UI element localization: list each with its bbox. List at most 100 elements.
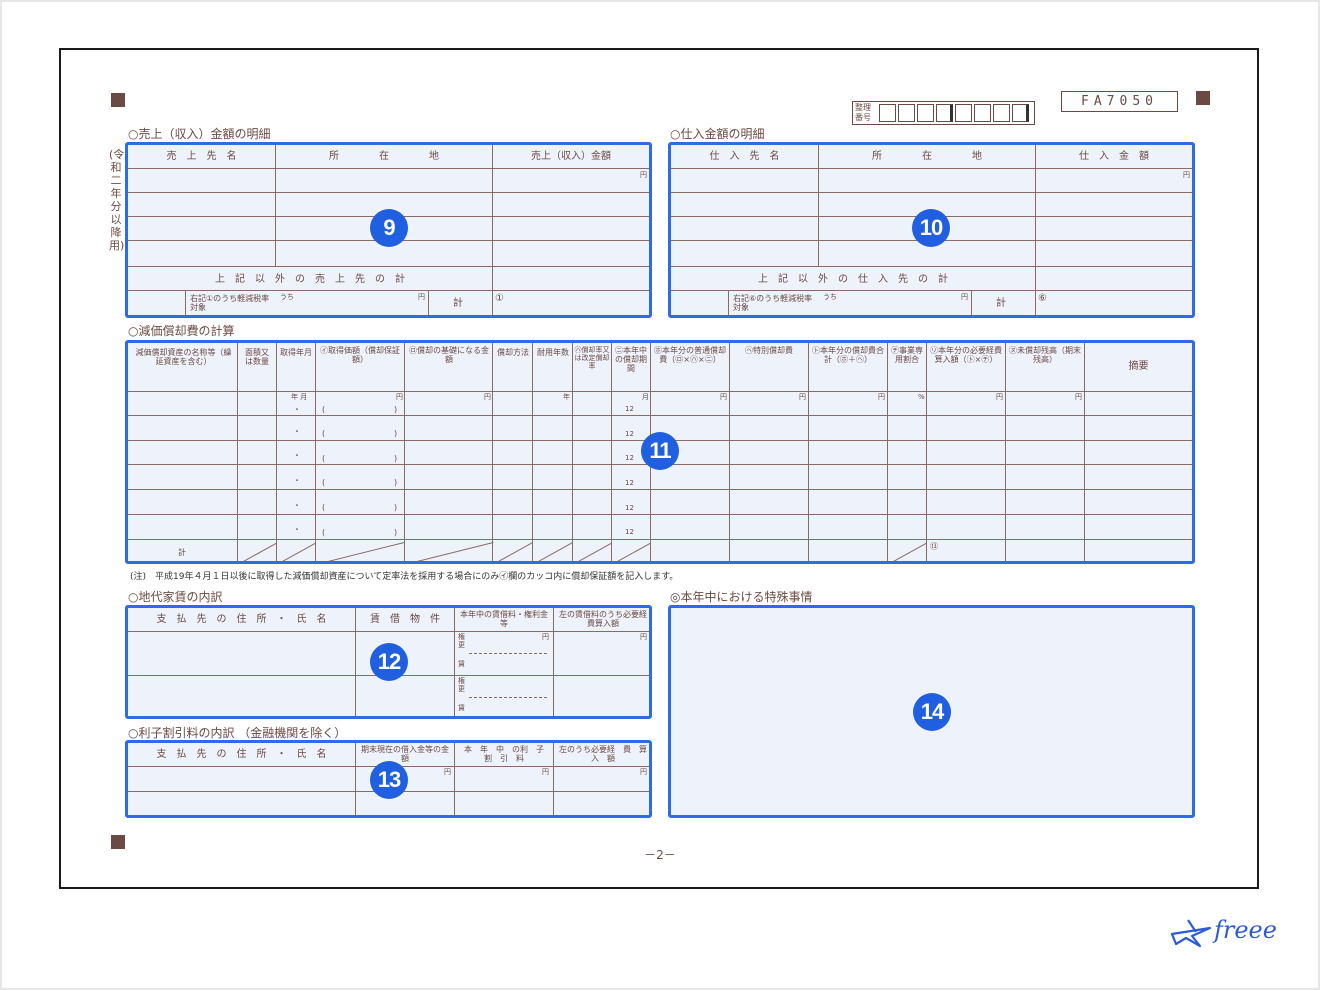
paren-close: ) xyxy=(394,454,398,463)
digit-cell xyxy=(993,104,1010,122)
col-header: 摘要 xyxy=(1128,361,1149,372)
section-title-purchase: ○仕入金額の明細 xyxy=(670,127,765,141)
reduced-rate-label: 右記⑥のうち軽減税率対象 xyxy=(733,294,813,312)
col-header: 売 上 先 名 xyxy=(166,151,237,162)
col-header: 所 在 地 xyxy=(872,151,982,162)
col-header: 本年中の賃借料・権利金等 xyxy=(460,610,548,628)
period-12: 12 xyxy=(625,504,634,512)
digit-cell xyxy=(917,104,934,122)
yen-unit: 円 xyxy=(640,171,647,179)
col-header: ㋺償却の基礎になる金額 xyxy=(409,346,489,364)
yen-unit: 円 xyxy=(1075,393,1082,401)
paren-open: ( xyxy=(322,429,326,438)
date-dot: ・ xyxy=(293,501,301,510)
col-header: 売上（収入）金額 xyxy=(531,151,611,162)
col-header: 左のうち必要経 費 算 入 額 xyxy=(559,745,649,763)
col-header: 本 年 中 の利 子 割 引 料 xyxy=(464,745,552,763)
registration-mark xyxy=(1196,91,1210,105)
bird-icon xyxy=(1170,919,1212,948)
yen-unit: 円 xyxy=(1183,171,1190,179)
vertical-year-note: (令和二年分以降用) xyxy=(109,148,125,252)
col-header: 面積又は数量 xyxy=(245,348,269,366)
col-header: 支 払 先 の 住 所 ・ 氏 名 xyxy=(156,749,327,760)
badge-12: 12 xyxy=(370,643,408,681)
registration-mark xyxy=(111,835,125,849)
yen-unit: 円 xyxy=(640,633,647,641)
digit-cell xyxy=(974,104,991,122)
col-header: 左の賃借料のうち必要経費算入額 xyxy=(559,610,647,628)
section-title-rent: ○地代家賃の内訳 xyxy=(128,590,223,604)
form-ref-code: FA7050 xyxy=(1061,91,1178,112)
badge-9: 9 xyxy=(370,209,408,247)
period-12: 12 xyxy=(625,430,634,438)
col-header: ㋭本年分の普通償却費（㋺×㋩×㋥） xyxy=(654,346,726,364)
col-header: 賃 借 物 件 xyxy=(370,614,440,625)
uchi-label: うち xyxy=(823,293,837,301)
col-header: ㋥本年中の償却期間 xyxy=(615,346,647,373)
paren-open: ( xyxy=(322,454,326,463)
col-header: ㋬特別償却費 xyxy=(745,346,793,355)
col-header: 償却方法 xyxy=(497,348,529,357)
date-dot: ・ xyxy=(293,525,301,534)
paren-close: ) xyxy=(394,503,398,512)
paren-open: ( xyxy=(322,528,326,537)
col-header: 所 在 地 xyxy=(329,151,439,162)
col-header: ㋦未償却残高（期末残高） xyxy=(1009,346,1081,364)
chin-label: 賃 xyxy=(458,704,465,712)
date-dot: ・ xyxy=(293,427,301,436)
yen-unit: 円 xyxy=(444,768,451,776)
col-header: 耐用年数 xyxy=(537,348,569,357)
page-number: －2－ xyxy=(644,848,676,862)
period-12: 12 xyxy=(625,454,634,462)
yen-unit: 円 xyxy=(542,768,549,776)
digit-cell xyxy=(955,104,972,122)
period-12: 12 xyxy=(625,528,634,536)
yen-unit: 円 xyxy=(720,393,727,401)
yen-unit: 円 xyxy=(961,293,968,301)
col-header: ㋣本年分の償却費合計（㋭＋㋬） xyxy=(812,346,884,364)
badge-10: 10 xyxy=(912,209,950,247)
kenkou-label: 権更 xyxy=(458,633,465,649)
col-header: 取得年月 xyxy=(280,348,312,357)
month-unit: 月 xyxy=(642,393,649,401)
section-title-special: ◎本年中における特殊事情 xyxy=(670,590,813,604)
col-header: 支 払 先 の 住 所 ・ 氏 名 xyxy=(156,614,327,625)
footnote: (注) 平成19年４月１日以後に取得した減価償却資産について定率法を採用する場合… xyxy=(130,572,679,582)
col-header: 仕 入 先 名 xyxy=(709,151,780,162)
col-header: 減価償却資産の名称等（繰延資産を含む） xyxy=(135,348,232,366)
yen-unit: 円 xyxy=(799,393,806,401)
yen-unit: 円 xyxy=(996,393,1003,401)
paren-open: ( xyxy=(322,503,326,512)
period-12: 12 xyxy=(625,479,634,487)
ym-unit: 年 月 xyxy=(291,393,308,401)
seiri-number-box: 整理番号 xyxy=(852,101,1035,125)
date-dot: ・ xyxy=(293,476,301,485)
yen-unit: 円 xyxy=(396,393,403,401)
kei-label: 計 xyxy=(996,298,1006,309)
col-header: ㋑取得価額（償却保証額） xyxy=(320,346,400,364)
yen-unit: 円 xyxy=(640,768,647,776)
yen-unit: 円 xyxy=(878,393,885,401)
kenkou-label: 権更 xyxy=(458,677,465,693)
badge-13: 13 xyxy=(370,761,408,799)
freee-logo: freee xyxy=(1170,914,1290,954)
paren-open: ( xyxy=(322,405,326,414)
circle-1: ① xyxy=(495,293,504,304)
uchi-label: うち xyxy=(280,293,294,301)
registration-mark xyxy=(111,93,125,107)
circle-13: ⑬ xyxy=(930,542,938,551)
seiri-label: 整理番号 xyxy=(855,103,871,122)
period-12: 12 xyxy=(625,405,634,413)
paren-close: ) xyxy=(394,405,398,414)
col-header: 仕 入 金 額 xyxy=(1079,151,1149,162)
paren-open: ( xyxy=(322,478,326,487)
section-title-interest: ○利子割引料の内訳 （金融機関を除く） xyxy=(128,726,347,740)
section-title-sales: ○売上（収入）金額の明細 xyxy=(128,127,271,141)
col-header: ㋠事業専用割合 xyxy=(891,346,923,364)
date-dot: ・ xyxy=(293,451,301,460)
kei-label: 計 xyxy=(453,298,463,309)
pct-unit: % xyxy=(918,393,925,401)
logo-text: freee xyxy=(1214,916,1277,944)
digit-cell xyxy=(1012,104,1029,122)
paren-close: ) xyxy=(394,478,398,487)
